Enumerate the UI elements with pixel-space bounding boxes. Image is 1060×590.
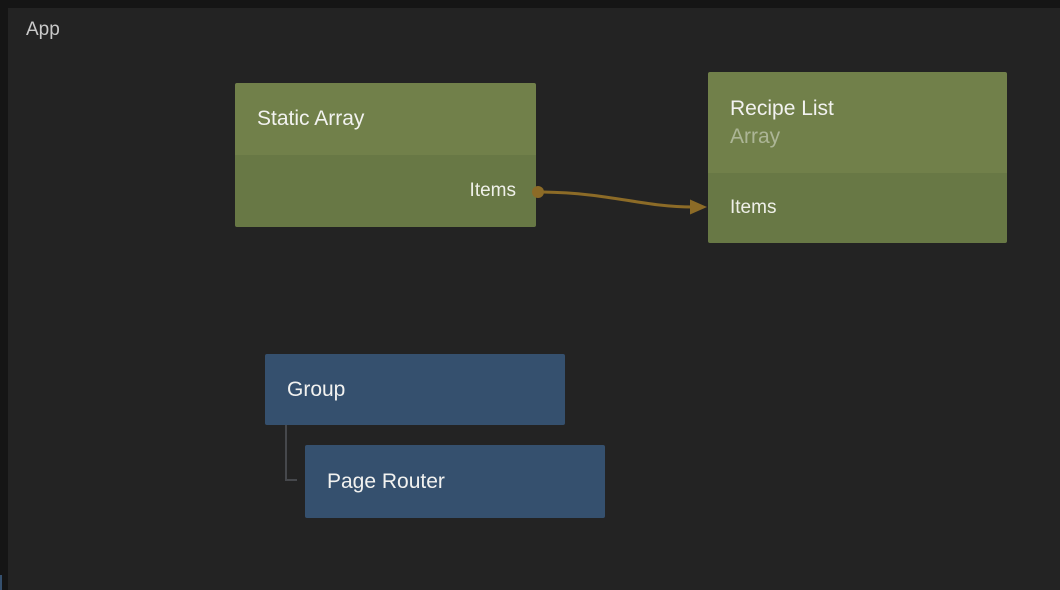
node-title: Static Array: [257, 107, 365, 130]
node-static-array[interactable]: Static Array Items: [235, 83, 536, 227]
node-title: Recipe List: [730, 96, 834, 120]
node-recipe-list[interactable]: Recipe List Array Items: [708, 72, 1007, 243]
node-title: Group: [287, 377, 346, 401]
node-title: Page Router: [327, 469, 445, 493]
canvas-frame-left-edge: [0, 0, 8, 590]
wire-items-connection[interactable]: [542, 190, 694, 209]
port-row-items-output[interactable]: Items: [235, 155, 536, 227]
port-label-items: Items: [730, 197, 777, 218]
node-subtitle: Array: [730, 124, 781, 148]
port-label-items: Items: [469, 180, 516, 201]
node-recipe-list-header: Recipe List Array: [708, 72, 1007, 173]
hierarchy-connector-line: [285, 425, 297, 481]
wire-arrowhead-icon: [690, 199, 707, 215]
node-page-router[interactable]: Page Router: [305, 445, 605, 518]
partial-node-edge: [0, 575, 2, 590]
node-static-array-header: Static Array: [235, 83, 536, 155]
canvas-frame-top-edge: [0, 0, 1060, 8]
port-row-items-input[interactable]: Items: [708, 173, 1007, 243]
breadcrumb-app[interactable]: App: [26, 19, 60, 40]
node-group[interactable]: Group: [265, 354, 565, 425]
